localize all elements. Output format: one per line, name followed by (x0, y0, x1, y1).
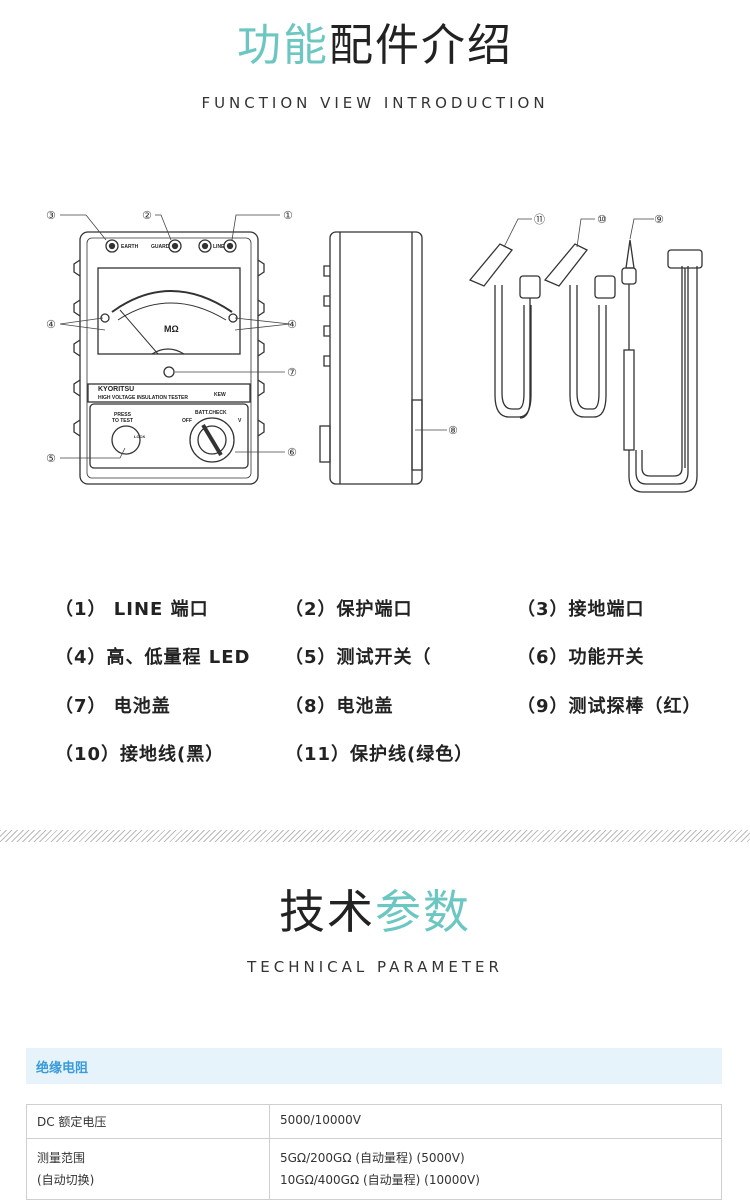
label-earth: EARTH (121, 244, 139, 250)
table-row: 测量范围 (自动切换) 5GΩ/200GΩ (自动量程) (5000V) 10G… (26, 1138, 722, 1200)
product-illustration: EARTH GUARD LINE MΩ KYORITSU HIGH VOLTAG… (46, 209, 703, 493)
feature-item: （5）测试开关（ (285, 647, 432, 668)
feature-item: （6）功能开关 (517, 647, 645, 668)
feature-item: （8）电池盖 (285, 696, 394, 717)
callout-6: ⑥ (287, 446, 297, 459)
spec-header-label: 绝缘电阻 (36, 1061, 89, 1076)
spec-table: DC 额定电压 5000/10000V 测量范围 (自动切换) 5GΩ/200G… (26, 1104, 722, 1200)
label-v: V (238, 418, 242, 424)
feature-item: （3）接地端口 (517, 599, 645, 620)
earth-terminal (105, 239, 119, 253)
spec-key: DC 额定电压 (26, 1104, 270, 1139)
table-row: DC 额定电压 5000/10000V (26, 1104, 722, 1139)
label-batt-check: BATT.CHECK (195, 410, 227, 416)
callout-5: ⑤ (46, 452, 56, 465)
label-kew: KEW (214, 392, 226, 398)
callout-2: ② (142, 209, 152, 222)
spec-value: 10GΩ/400GΩ (自动量程) (10000V) (280, 1173, 480, 1187)
spec-key-cell: 测量范围 (自动切换) (26, 1138, 270, 1200)
callout-11: ⑪ (534, 213, 545, 226)
clip-lead-guard (468, 243, 513, 287)
section-title-features: 功能配件介绍 (0, 18, 750, 74)
callout-1: ① (283, 209, 293, 222)
spec-value: 5000/10000V (269, 1104, 722, 1139)
label-brand: KYORITSU (98, 386, 134, 393)
label-to-test: TO TEST (112, 418, 133, 424)
label-model: HIGH VOLTAGE INSULATION TESTER (98, 395, 188, 401)
feature-item: （11）保护线(绿色） (285, 744, 474, 765)
section-subtitle-parameters: TECHNICAL PARAMETER (247, 958, 503, 976)
title-accent: 参数 (375, 885, 471, 939)
feature-item: （4）高、低量程 LED (55, 647, 251, 668)
guard-terminal (168, 239, 182, 253)
meter-window (97, 267, 241, 355)
clip-lead-earth (543, 243, 588, 287)
callout-8: ⑧ (448, 424, 458, 437)
label-off: OFF (182, 418, 192, 424)
label-press: PRESS (114, 412, 132, 418)
title-rest: 配件介绍 (329, 20, 513, 71)
line-terminal (223, 239, 237, 253)
label-lock: LOCK (134, 434, 145, 439)
feature-item: （2）保护端口 (285, 599, 413, 620)
callout-7: ⑦ (287, 366, 297, 379)
spec-key: 测量范围 (37, 1151, 86, 1165)
function-switch (189, 417, 235, 463)
spec-value-cell: 5GΩ/200GΩ (自动量程) (5000V) 10GΩ/400GΩ (自动量… (269, 1138, 722, 1200)
section-divider (0, 830, 750, 842)
label-guard: GUARD (151, 244, 170, 250)
label-line: LINE (213, 244, 225, 250)
callout-9: ⑨ (654, 213, 664, 226)
callout-10: ⑩ (597, 213, 607, 226)
tester-side-body (329, 231, 423, 485)
test-switch (111, 425, 141, 455)
title-dark: 技术 (279, 885, 375, 939)
feature-item: （1） LINE 端口 (55, 599, 209, 620)
spec-section-header: 绝缘电阻 (26, 1048, 722, 1084)
section-title-parameters: 技术参数 (0, 882, 750, 942)
callout-4-right: ④ (287, 318, 297, 331)
tester-front-body (79, 231, 259, 485)
label-unit: MΩ (164, 324, 179, 334)
callout-3: ③ (46, 209, 56, 222)
feature-item: （10）接地线(黑） (55, 744, 225, 765)
test-probe-red (625, 239, 635, 269)
spec-value: 5GΩ/200GΩ (自动量程) (5000V) (280, 1151, 465, 1165)
title-accent: 功能 (237, 20, 329, 71)
section-subtitle-features: FUNCTION VIEW INTRODUCTION (201, 94, 549, 112)
zero-adjuster (163, 366, 175, 378)
feature-item: （7） 电池盖 (55, 696, 171, 717)
spec-key-note: (自动切换) (37, 1173, 95, 1187)
feature-item: （9）测试探棒（红） (517, 696, 702, 717)
callout-4-left: ④ (46, 318, 56, 331)
